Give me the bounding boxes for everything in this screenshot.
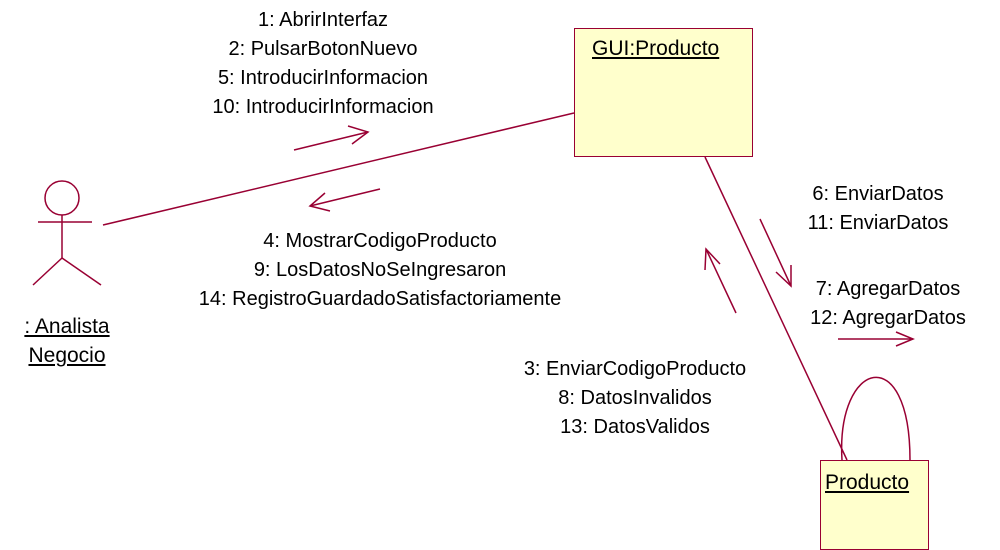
collaboration-diagram-canvas [32,112,915,461]
arrow-actor-to-gui [293,125,370,151]
message-label: 10: IntroducirInformacion [212,96,434,118]
object-gui-producto[interactable]: GUI:Producto [574,28,753,157]
messages-producto-self: 7: AgregarDatos 12: AgregarDatos [778,275,998,333]
message-label: 6: EnviarDatos [812,183,944,205]
message-label: 5: IntroducirInformacion [217,67,429,89]
messages-gui-to-producto: 6: EnviarDatos 11: EnviarDatos [768,180,988,238]
messages-actor-to-gui: 1: AbrirInterfaz 2: PulsarBotonNuevo 5: … [168,6,478,122]
arrow-producto-to-gui [704,247,737,314]
message-label: 7: AgregarDatos [815,278,961,300]
object-gui-producto-name: GUI:Producto [592,37,720,60]
message-label: 1: AbrirInterfaz [257,9,389,31]
arrow-gui-to-actor [308,188,381,212]
link-actor-gui [102,112,575,226]
message-label: 9: LosDatosNoSeIngresaron [253,259,507,281]
message-label: 4: MostrarCodigoProducto [263,230,497,252]
messages-gui-to-actor: 4: MostrarCodigoProducto 9: LosDatosNoSe… [130,227,630,314]
link-gui-producto [704,156,848,461]
message-label: 14: RegistroGuardadoSatisfactoriamente [198,288,562,310]
actor-name-line-1: : Analista [24,315,110,338]
message-label: 3: EnviarCodigoProducto [523,358,747,380]
message-label: 13: DatosValidos [560,416,710,438]
message-label: 2: PulsarBotonNuevo [228,38,418,60]
arrow-producto-self [838,331,915,347]
object-producto-name: Producto [825,471,910,494]
message-label: 12: AgregarDatos [810,307,966,329]
object-producto[interactable]: Producto [820,460,929,550]
arrow-gui-to-producto [759,218,792,288]
actor-figure [32,180,102,286]
messages-producto-to-gui: 3: EnviarCodigoProducto 8: DatosInvalido… [480,355,790,442]
actor-name: : Analista Negocio [6,312,128,370]
actor-name-line-2: Negocio [28,344,106,367]
message-label: 11: EnviarDatos [807,212,949,234]
self-link-producto [840,376,911,461]
message-label: 8: DatosInvalidos [558,387,712,409]
